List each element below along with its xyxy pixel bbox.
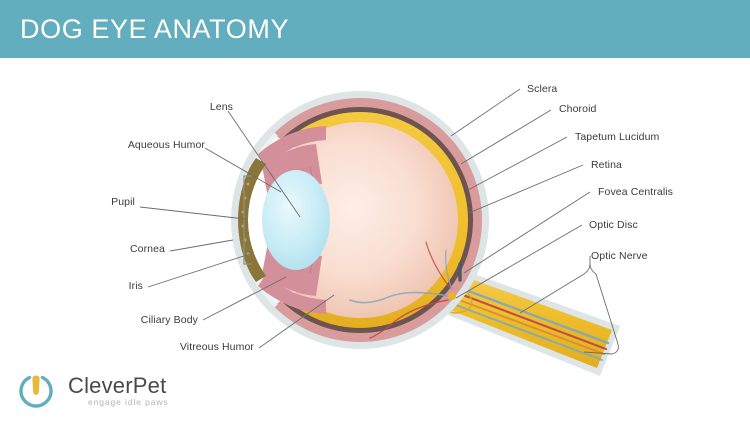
- leader-lines: [139, 88, 619, 355]
- cleverpet-tagline: engage idle paws: [88, 397, 169, 407]
- label-lens: Lens: [209, 101, 233, 113]
- page-header: DOG EYE ANATOMY: [0, 0, 750, 58]
- label-fovea-centralis: Fovea Centralis: [598, 186, 674, 198]
- label-vitreous-humor: Vitreous Humor: [179, 341, 254, 353]
- leader-lens: [227, 110, 301, 218]
- leader-fovea-centralis: [463, 191, 591, 274]
- pupil-bracket: [243, 175, 252, 265]
- lens-shape: [262, 170, 330, 270]
- cleverpet-power-icon: [16, 370, 56, 410]
- leader-retina: [468, 164, 584, 214]
- leader-ciliary-body: [202, 276, 287, 321]
- leader-optic-nerve-brace: [583, 263, 619, 355]
- label-tapetum-lucidum: Tapetum Lucidum: [575, 131, 660, 143]
- leader-aqueous-humor: [204, 147, 282, 193]
- label-cornea: Cornea: [129, 243, 165, 255]
- leader-sclera: [450, 88, 521, 137]
- label-sclera: Sclera: [527, 83, 558, 95]
- leader-optic-disc: [455, 224, 583, 299]
- label-retina: Retina: [591, 159, 622, 171]
- leader-vitreous-humor: [258, 294, 335, 349]
- label-pupil: Pupil: [111, 196, 135, 208]
- label-choroid: Choroid: [559, 103, 597, 115]
- optic-nerve-shape: [436, 266, 620, 376]
- leader-iris: [147, 253, 251, 288]
- label-optic-disc: Optic Disc: [589, 219, 638, 231]
- cleverpet-wordmark: CleverPet: [68, 373, 167, 398]
- retinal-vessels: [349, 241, 453, 339]
- diagram-canvas: [0, 58, 750, 422]
- leader-pupil: [139, 206, 246, 220]
- label-aqueous-humor: Aqueous Humor: [127, 139, 205, 151]
- label-ciliary-body: Ciliary Body: [140, 314, 198, 326]
- brand-logo[interactable]: CleverPet engage idle paws: [16, 366, 196, 414]
- label-iris: Iris: [128, 280, 143, 292]
- leader-tapetum-lucidum: [467, 136, 568, 191]
- page-title: DOG EYE ANATOMY: [20, 14, 290, 44]
- leader-choroid: [460, 109, 552, 165]
- leader-cornea: [169, 239, 234, 252]
- label-optic-nerve: Optic Nerve: [591, 250, 648, 262]
- optic-disc-marker: [448, 292, 456, 300]
